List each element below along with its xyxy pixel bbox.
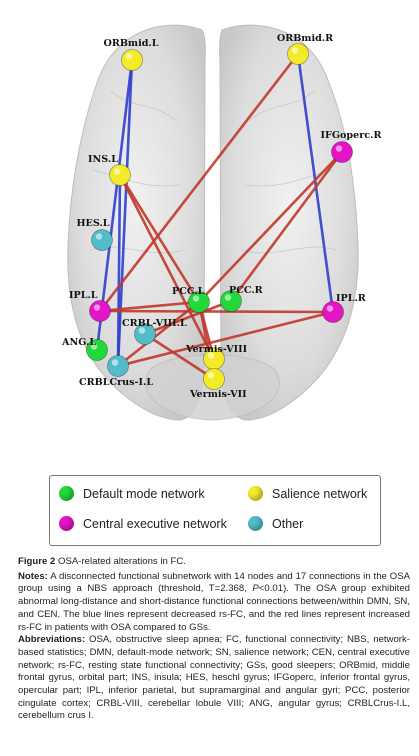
node-highlight (125, 53, 133, 60)
notes-text-2: <0.01). The OSA group exhibited abnormal… (18, 583, 410, 633)
node-vermis-vii (203, 368, 225, 390)
legend-dot (59, 486, 74, 501)
legend-label: Other (272, 516, 304, 531)
legend-label: Salience network (272, 486, 368, 501)
node-label: ORBmid.R (277, 33, 334, 44)
edge-increased (116, 310, 335, 368)
nodes-layer: ORBmid.L ORBmid.R IFGoperc.R INS.L HES.L IPL.… (61, 33, 382, 400)
node-highlight (93, 304, 101, 311)
edge-increased (143, 299, 233, 336)
legend-dot (59, 516, 74, 531)
node-ins-l (109, 164, 131, 186)
node-highlight (326, 305, 334, 312)
node-label: Vermis-VII (189, 389, 247, 400)
edge-increased (197, 150, 344, 304)
notes-p: P (252, 583, 259, 595)
legend: Default mode network Salience network Ce… (49, 475, 381, 546)
edges-layer (95, 52, 344, 381)
edge-increased (98, 309, 335, 314)
legend-dot (248, 516, 263, 531)
edge-decreased (116, 173, 122, 368)
node-highlight (224, 294, 232, 301)
node-ipl-l (89, 300, 111, 322)
notes-text-1: A disconnected functional subnetwork wit… (18, 570, 410, 595)
brain-connectivity-figure: ORBmid.L ORBmid.R IFGoperc.R INS.L HES.L IPL.… (61, 24, 382, 421)
node-label: ANG.L (61, 337, 96, 348)
edge-increased (98, 52, 300, 313)
legend-item-central-executive: Central executive network (59, 516, 227, 531)
node-label: INS.L (88, 154, 118, 165)
node-label: CRBLCrus-I.L (79, 377, 153, 388)
node-crblcrus-i-l (107, 355, 129, 377)
legend-item-default-mode: Default mode network (59, 486, 205, 501)
figure-caption: Figure 2 OSA-related alterations in FC. … (18, 556, 410, 723)
legend-item-salience: Salience network (248, 486, 367, 501)
node-label: IFGoperc.R (321, 130, 383, 141)
legend-dot (248, 486, 263, 501)
node-label: Vermis-VIII (185, 344, 248, 355)
caption-notes: Notes: A disconnected functional subnetw… (18, 571, 410, 635)
node-label: HES.L (76, 218, 109, 229)
node-label: ORBmid.L (103, 38, 158, 49)
abbrev-label: Abbreviations: (18, 634, 86, 646)
caption-abbreviations: Abbreviations: OSA, obstructive sleep ap… (18, 634, 410, 723)
notes-label: Notes: (18, 570, 48, 582)
node-label: PCC.R (229, 285, 264, 296)
node-ipl-r (322, 301, 344, 323)
edge-increased (229, 150, 344, 303)
legend-label: Central executive network (83, 516, 227, 531)
node-label: IPL.L (69, 290, 98, 301)
caption-title-text: OSA-related alterations in FC. (58, 556, 186, 567)
caption-title: Figure 2 OSA-related alterations in FC. (18, 556, 410, 569)
node-highlight (207, 352, 215, 359)
node-highlight (138, 327, 146, 334)
legend-item-other: Other (248, 516, 303, 531)
node-highlight (335, 145, 343, 152)
node-ifgoperc-r (331, 141, 353, 163)
node-label: CRBL-VIII.L (122, 318, 187, 329)
edge-increased (98, 300, 201, 313)
edge-increased (143, 332, 216, 381)
node-highlight (207, 372, 215, 379)
node-label: PCC.L (172, 286, 205, 297)
node-highlight (111, 359, 119, 366)
node-highlight (90, 343, 98, 350)
node-orbmid-r (287, 43, 309, 65)
edge-decreased (116, 58, 134, 368)
node-label: IPL.R (336, 293, 367, 304)
figure-label: Figure 2 (18, 556, 56, 567)
edge-decreased (296, 52, 335, 314)
edge-increased (118, 173, 216, 361)
edge-increased (116, 300, 201, 368)
legend-label: Default mode network (83, 486, 205, 501)
node-highlight (192, 295, 200, 302)
abbrev-text: OSA, obstructive sleep apnea; FC, functi… (18, 634, 410, 722)
node-highlight (113, 168, 121, 175)
node-highlight (95, 233, 103, 240)
node-orbmid-l (121, 49, 143, 71)
node-hes-l (91, 229, 113, 251)
node-highlight (291, 47, 299, 54)
edge-increased (118, 173, 201, 304)
